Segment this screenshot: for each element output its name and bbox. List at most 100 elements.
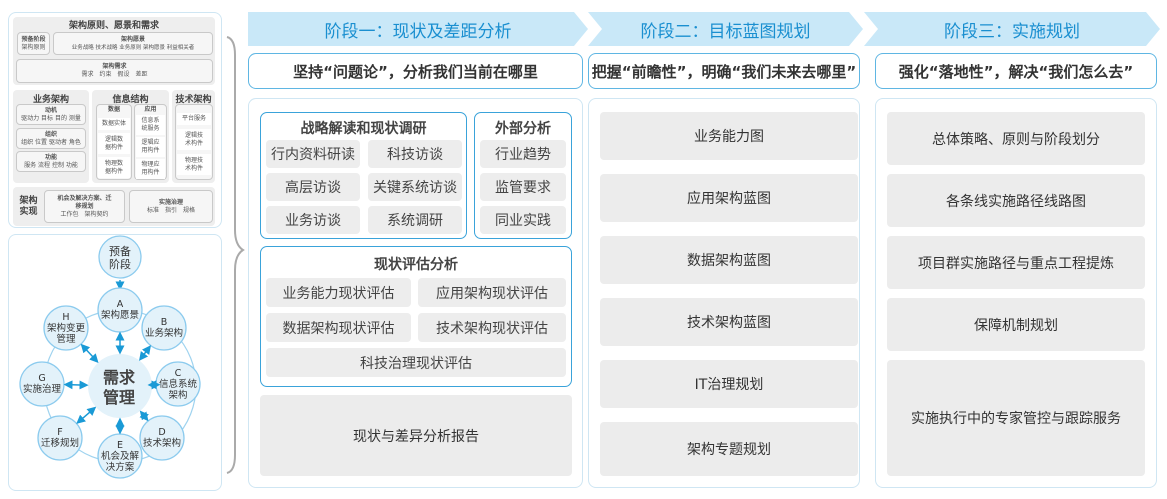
blueprint-item: 业务能力图: [600, 112, 858, 160]
phase-label: 架构愿景: [100, 310, 139, 321]
assessment-item: 技术架构现状评估: [418, 313, 566, 342]
stage-3-subtitle: 强化“落地性”，解决“我们怎么去”: [875, 53, 1157, 89]
motivation-sub: 驱动力 目标 目的 测量: [21, 114, 81, 122]
data-item: 逻辑数据构件: [98, 133, 130, 154]
assessment-item: 应用架构现状评估: [418, 278, 566, 307]
bidirectional-arrow: [80, 343, 99, 363]
phase-label: 架构变更管理: [46, 322, 85, 345]
stage-3-header: 阶段三：实施规划: [864, 12, 1160, 46]
app-title: 应用: [144, 106, 157, 113]
business-title: 业务架构: [32, 95, 69, 105]
phase-label: 业务架构: [144, 328, 183, 339]
info-title: 信息结构: [112, 95, 149, 105]
vision-sub: 业务战略 技术战略 业务原则 架构愿景 利益相关者: [71, 44, 195, 51]
tech-item: 逻辑技术构件: [177, 129, 211, 150]
tech-item: 物理技术构件: [177, 154, 211, 175]
phase-circle: [139, 415, 185, 461]
requirements-box: 架构需求需求 约束 假设 差距: [16, 59, 213, 83]
governance-title: 实施治理: [158, 198, 183, 206]
data-title: 数据: [107, 106, 120, 113]
function-title: 功能: [44, 153, 57, 161]
implementation-item: 保障机制规划: [887, 298, 1145, 351]
motivation-box: 动机驱动力 目标 目的 测量: [16, 104, 86, 125]
phase-letter: G: [38, 373, 46, 384]
bracket-divider: [226, 36, 245, 474]
phase-circle: [37, 415, 83, 461]
implementation-item: 项目群实施路径与重点工程提炼: [887, 236, 1145, 289]
governance-box: 实施治理标准 指引 规格: [129, 190, 213, 223]
prelim-box: 预备阶段架构原则: [17, 32, 50, 55]
implementation-item: 各条线实施路径线路图: [887, 174, 1145, 227]
assessment-item: 数据架构现状评估: [266, 313, 411, 342]
organization-box: 组织组织 位置 驱动者 角色: [16, 128, 86, 149]
blueprint-item: IT治理规划: [600, 360, 858, 408]
blueprint-item: 技术架构蓝图: [600, 298, 858, 346]
strategy-research-title: 战略解读和现状调研: [300, 121, 427, 137]
app-item: 物理应用构件: [136, 159, 165, 179]
vision-box: 架构愿景业务战略 技术战略 业务原则 架构愿景 利益相关者: [53, 32, 213, 55]
opportunities-title: 机会及解决方案、迁移规划: [57, 194, 112, 210]
realization-title: 架构实现: [19, 195, 38, 217]
tech-title: 技术架构: [175, 95, 212, 105]
app-item: 逻辑应用构件: [136, 137, 165, 157]
current-assessment-title: 现状评估分析: [374, 257, 458, 273]
phase-letter: F: [57, 427, 63, 438]
motivation-title: 动机: [44, 106, 57, 114]
stage-2-header: 阶段二：目标蓝图规划: [588, 12, 863, 46]
organization-sub: 组织 位置 驱动者 角色: [21, 138, 81, 146]
stage-1-subtitle: 坚持“问题论”，分析我们当前在哪里: [248, 53, 583, 89]
phase-circle: [43, 305, 89, 351]
gap-analysis-report: 现状与差异分析报告: [260, 395, 572, 476]
blueprint-item: 应用架构蓝图: [600, 174, 858, 222]
requirements-title: 架构需求: [102, 63, 127, 70]
phase-label: 技术架构: [142, 438, 181, 449]
center-requirements-label: 需求管理: [103, 368, 136, 407]
requirements-sub: 需求 约束 假设 差距: [81, 71, 148, 78]
center-circle: [88, 354, 152, 418]
phase-label: 迁移规划: [40, 438, 79, 449]
strategy-item: 科技访谈: [368, 140, 462, 168]
phase-circle: [141, 305, 187, 351]
phase-letter: B: [160, 317, 168, 328]
function-box: 功能服务 流程 控制 功能: [16, 151, 86, 172]
function-sub: 服务 流程 控制 功能: [24, 161, 78, 169]
prelim-phase-label: 预备阶段: [109, 245, 131, 271]
phase-letter: H: [62, 311, 70, 323]
assessment-item: 科技治理现状评估: [266, 348, 566, 377]
external-item: 监管要求: [480, 173, 566, 201]
data-item: 数据实体: [98, 118, 130, 130]
blueprint-item: 架构专题规划: [600, 422, 858, 476]
tech-item: 平台服务: [177, 113, 211, 125]
stage-1-header: 阶段一：现状及差距分析: [248, 12, 588, 46]
opportunities-box: 机会及解决方案、迁移规划工作包 架构契约: [44, 190, 125, 223]
blueprint-item: 数据架构蓝图: [600, 236, 858, 284]
strategy-item: 系统调研: [368, 206, 462, 234]
prelim-title: 预备阶段: [21, 35, 46, 43]
governance-sub: 标准 指引 规格: [146, 206, 195, 214]
phase-letter: C: [174, 367, 182, 379]
data-item: 物理数据构件: [98, 157, 130, 178]
phase-letter: D: [158, 427, 166, 438]
bidirectional-arrow: [76, 406, 97, 424]
implementation-item: 总体策略、原则与阶段划分: [887, 112, 1145, 165]
phase-letter: E: [116, 439, 123, 451]
principles-title: 架构原则、愿景和需求: [68, 21, 159, 31]
phase-letter: A: [116, 299, 124, 310]
strategy-item: 业务访谈: [266, 206, 360, 234]
phase-label: 信息系统架构: [158, 378, 197, 401]
external-item: 行业趋势: [480, 140, 566, 168]
stage-2-subtitle: 把握“前瞻性”，明确“我们未来去哪里”: [588, 53, 860, 89]
prelim-sub: 架构原则: [21, 43, 46, 51]
bidirectional-arrow: [139, 345, 152, 361]
phase-label: 实施治理: [22, 384, 61, 395]
external-item: 同业实践: [480, 206, 566, 234]
assessment-item: 业务能力现状评估: [266, 278, 411, 307]
